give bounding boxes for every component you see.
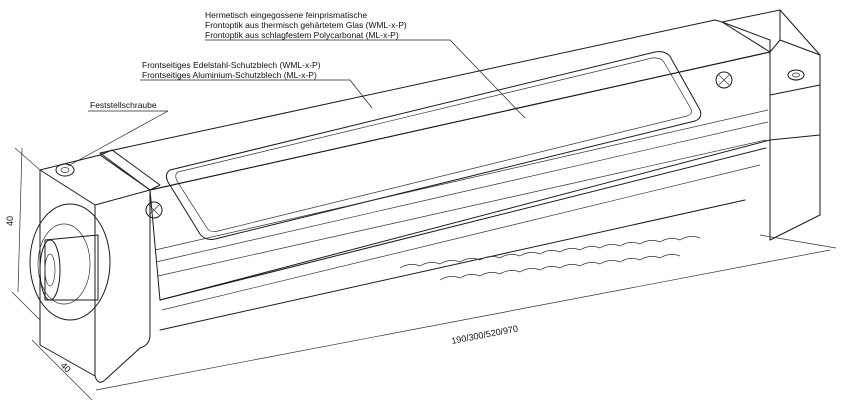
leader-lines [67, 39, 526, 167]
callout-optics-line2: Frontoptik aus thermisch gehärtetem Glas… [205, 20, 407, 30]
housing-body [99, 19, 771, 331]
callout-optics-line1: Hermetisch eingegossene feinprismatische [205, 10, 367, 20]
callout-optics-line3: Frontoptik aus schlagfestem Polycarbonat… [205, 30, 399, 40]
hex-socket-icon [787, 69, 805, 81]
screw-head-icon [55, 163, 75, 177]
shield-screw-left [145, 201, 163, 219]
left-end-cap [29, 149, 161, 383]
callout-screw: Feststellschraube [90, 100, 157, 110]
callout-optics: Hermetisch eingegossene feinprismatische… [205, 10, 407, 40]
dimension-lines [11, 147, 837, 401]
dimension-height: 40 [5, 216, 15, 226]
callout-shield-line1: Frontseitiges Edelstahl-Schutzblech (WML… [142, 60, 321, 70]
dimension-length: 190/300/520/970 [451, 323, 519, 345]
callout-shield-line2: Frontseitiges Aluminium-Schutzblech (ML-… [142, 70, 317, 80]
callout-shield: Frontseitiges Edelstahl-Schutzblech (WML… [142, 60, 321, 80]
callout-screw-line1: Feststellschraube [90, 100, 157, 110]
shield-screw-right [715, 71, 733, 89]
right-end-cap [721, 9, 821, 241]
